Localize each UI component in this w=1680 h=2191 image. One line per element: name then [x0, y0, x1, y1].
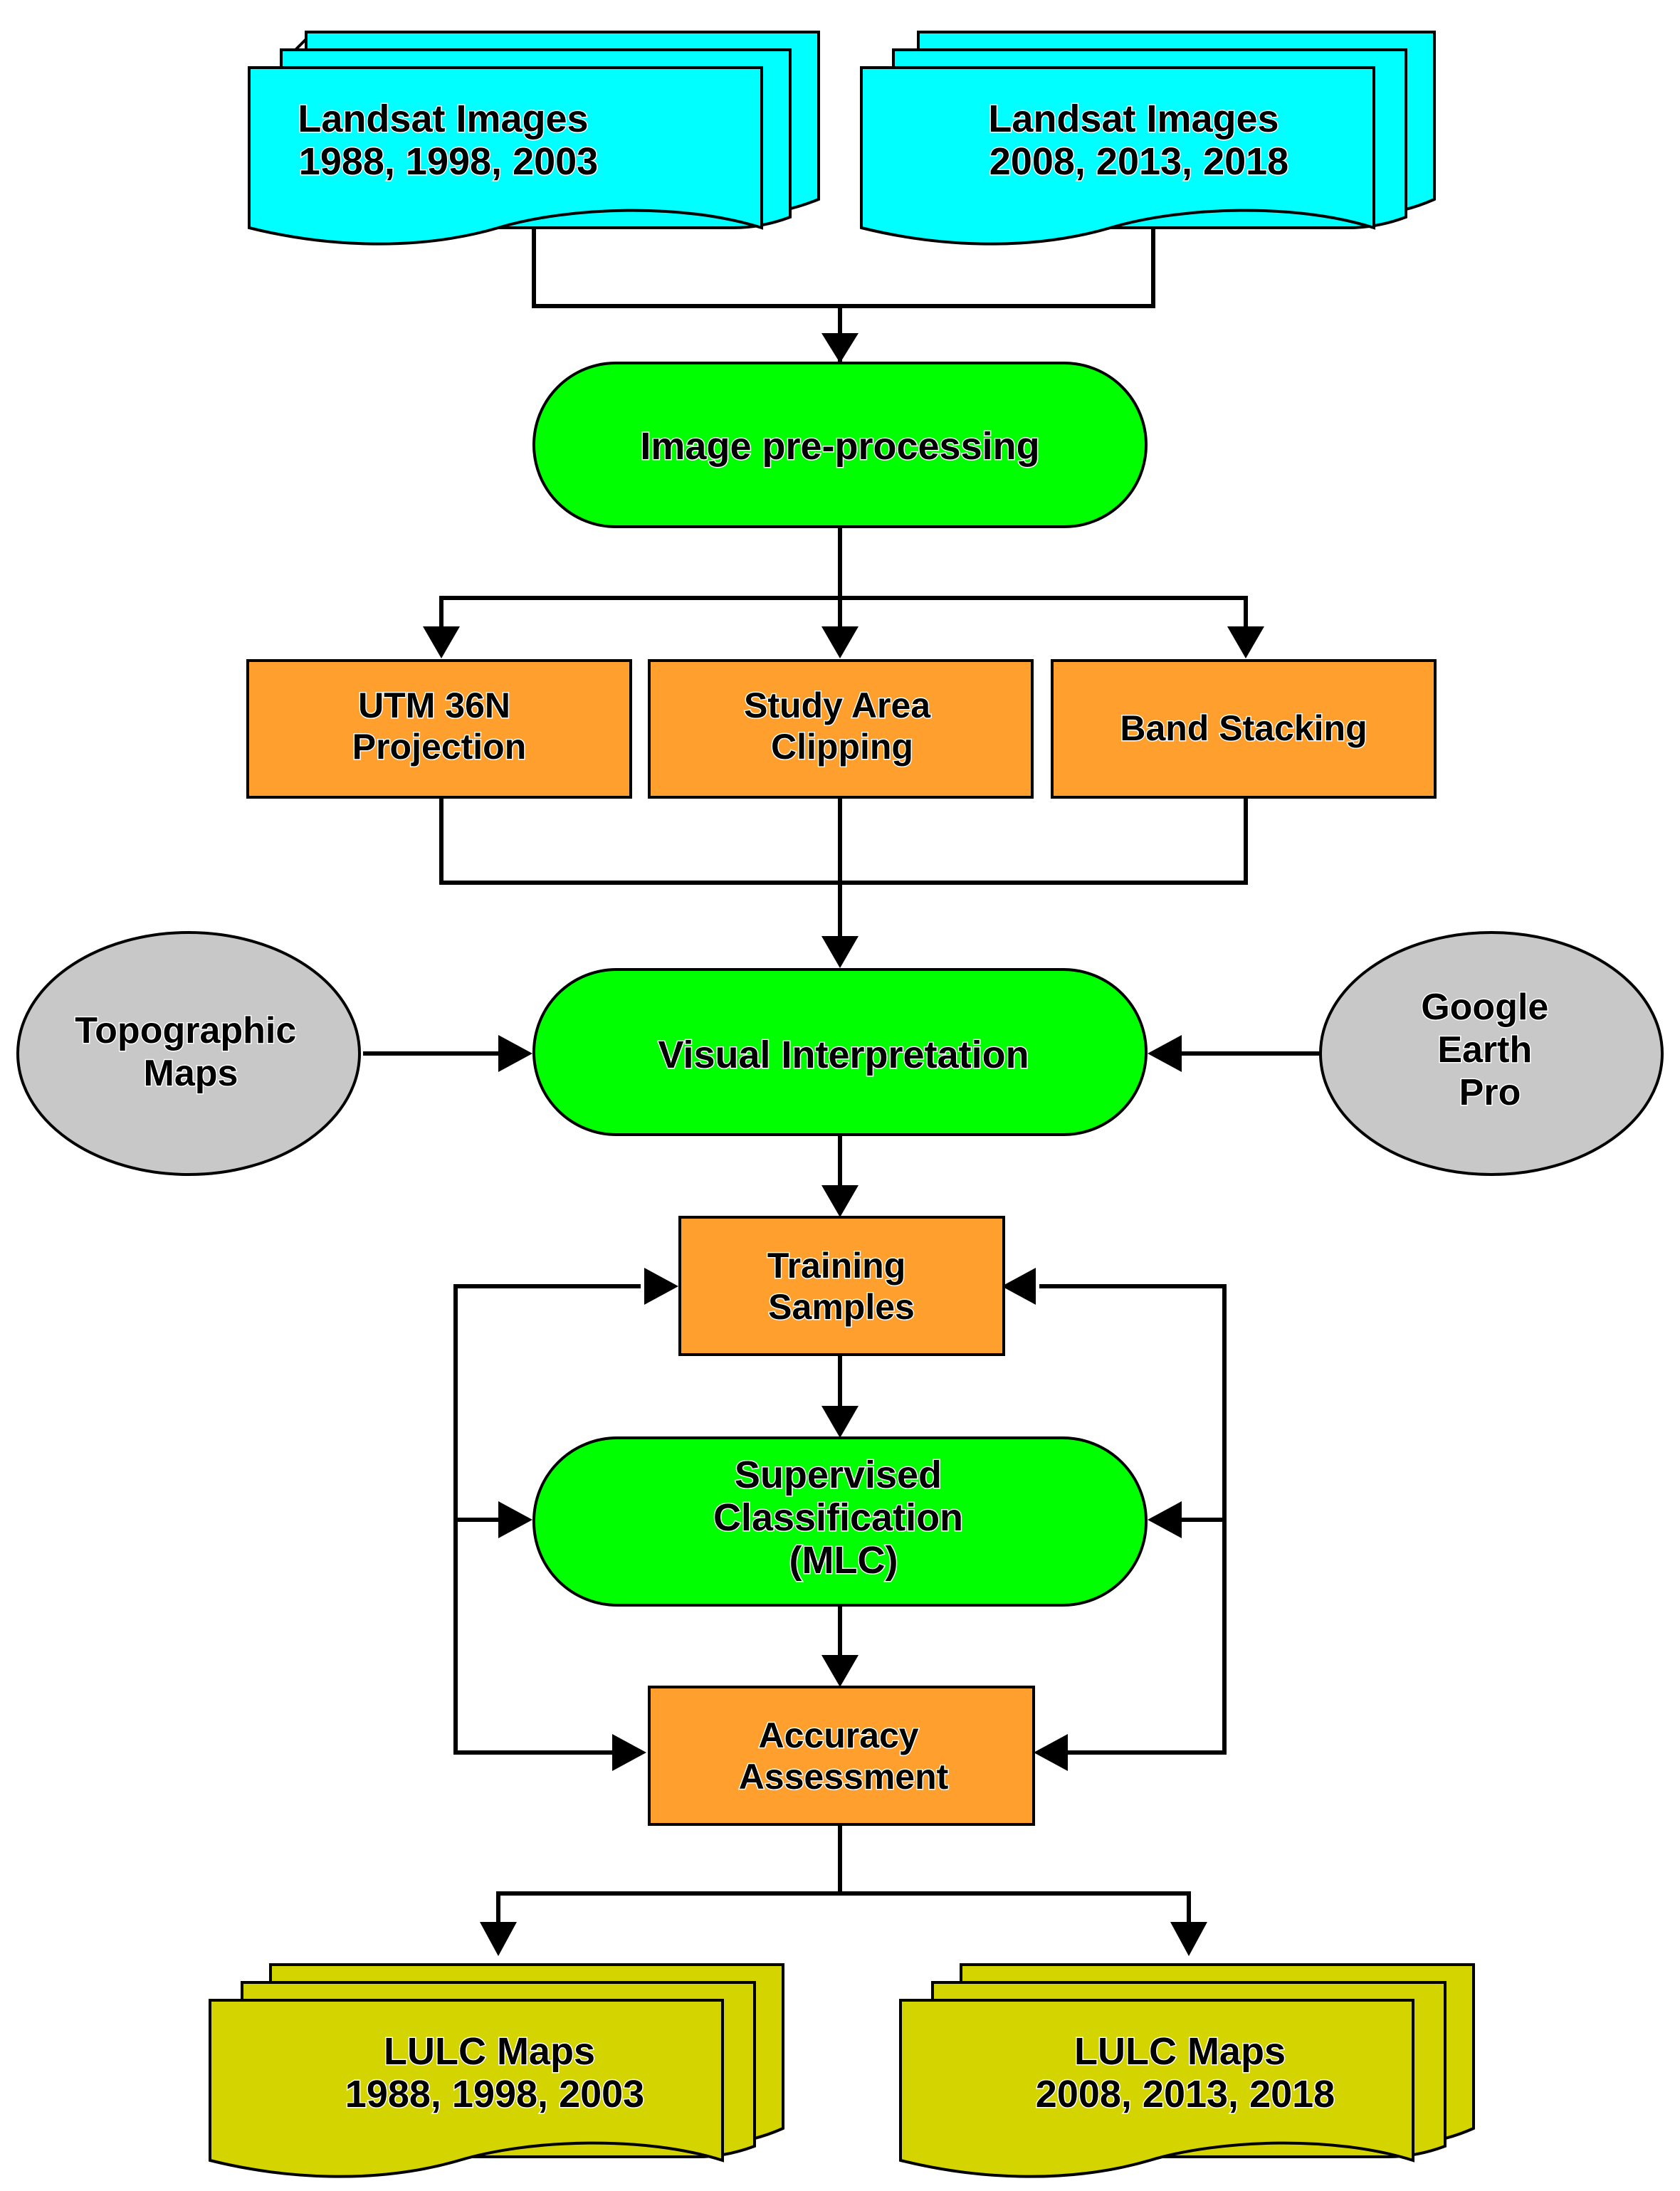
arrow-head-training: [821, 1185, 859, 1217]
topographic-label: Topographic Maps: [75, 1010, 306, 1094]
arrow-head-accuracy: [821, 1655, 859, 1687]
arrow-head-loop-right-training: [1002, 1268, 1036, 1305]
output-lulc-b[interactable]: LULC Maps 2008, 2013, 2018: [899, 1963, 1475, 2178]
source-google-earth-pro[interactable]: Google Earth Pro: [1319, 931, 1664, 1176]
output-lulc-a[interactable]: LULC Maps 1988, 1998, 2003: [209, 1963, 784, 2178]
connector-preproc-split: [439, 596, 1248, 626]
arrow-head-loop-right-accuracy: [1034, 1734, 1068, 1771]
training-label: Training Samples: [767, 1246, 915, 1327]
source-topographic-maps[interactable]: Topographic Maps: [16, 931, 361, 1176]
arrow-head-clipping: [821, 626, 859, 658]
supervised-label: Supervised Classification (MLC): [713, 1454, 974, 1582]
arrow-head-supervised: [821, 1406, 859, 1438]
doc-page-front: [248, 66, 763, 246]
connector-accuracy-split: [496, 1822, 842, 1925]
connector-steps-merge: [439, 797, 1248, 885]
process-supervised-classification[interactable]: Supervised Classification (MLC): [532, 1436, 1148, 1607]
google-label: Google Earth Pro: [1421, 987, 1559, 1113]
connectors: [363, 228, 1321, 1956]
landsat-a-label: Landsat Images 1988, 1998, 2003: [298, 98, 599, 183]
arrow-head-lulc-b: [1170, 1922, 1207, 1956]
arrow-head-loop-right-supervised: [1148, 1501, 1182, 1538]
lulc-a-label: LULC Maps 1988, 1998, 2003: [345, 2030, 644, 2116]
preprocessing-label: Image pre-processing: [640, 425, 1039, 468]
arrow-head-loop-left-training: [644, 1268, 678, 1305]
arrow-head-loop-left-supervised: [498, 1501, 532, 1538]
input-landsat-a[interactable]: Landsat Images 1988, 1998, 2003: [248, 31, 820, 246]
arrow-head-google: [1148, 1035, 1182, 1072]
connector-inputs-merge: [532, 228, 1155, 308]
step-training-samples[interactable]: Training Samples: [678, 1216, 1005, 1356]
process-preprocessing[interactable]: Image pre-processing: [532, 362, 1148, 528]
landsat-b-label: Landsat Images 2008, 2013, 2018: [988, 98, 1289, 183]
process-visual-interpretation[interactable]: Visual Interpretation: [532, 968, 1148, 1136]
stacking-label: Band Stacking: [1120, 708, 1367, 748]
accuracy-label: Accuracy Assessment: [739, 1716, 949, 1797]
clipping-label: Study Area Clipping: [744, 685, 940, 767]
arrow-head-topographic: [498, 1035, 532, 1072]
doc-page-front: [860, 66, 1375, 246]
arrow-head-preprocessing: [821, 333, 859, 363]
visual-label: Visual Interpretation: [658, 1034, 1029, 1076]
connector-accuracy-split-right: [840, 1891, 1191, 1925]
lulc-b-label: LULC Maps 2008, 2013, 2018: [1036, 2030, 1335, 2116]
step-utm-projection[interactable]: UTM 36N Projection: [246, 659, 632, 799]
arrow-head-lulc-a: [480, 1922, 517, 1956]
arrow-head-utm: [423, 626, 460, 658]
arrow-head-loop-left-accuracy: [612, 1734, 646, 1771]
step-band-stacking[interactable]: Band Stacking: [1051, 659, 1437, 799]
utm-label: UTM 36N Projection: [352, 685, 526, 767]
step-accuracy-assessment[interactable]: Accuracy Assessment: [648, 1686, 1035, 1826]
arrow-head-visual: [821, 936, 859, 968]
doc-page-front: [899, 1999, 1414, 2178]
doc-page-front: [209, 1999, 724, 2178]
input-landsat-b[interactable]: Landsat Images 2008, 2013, 2018: [860, 31, 1436, 246]
arrow-head-stacking: [1227, 626, 1264, 658]
step-study-area-clipping[interactable]: Study Area Clipping: [648, 659, 1034, 799]
